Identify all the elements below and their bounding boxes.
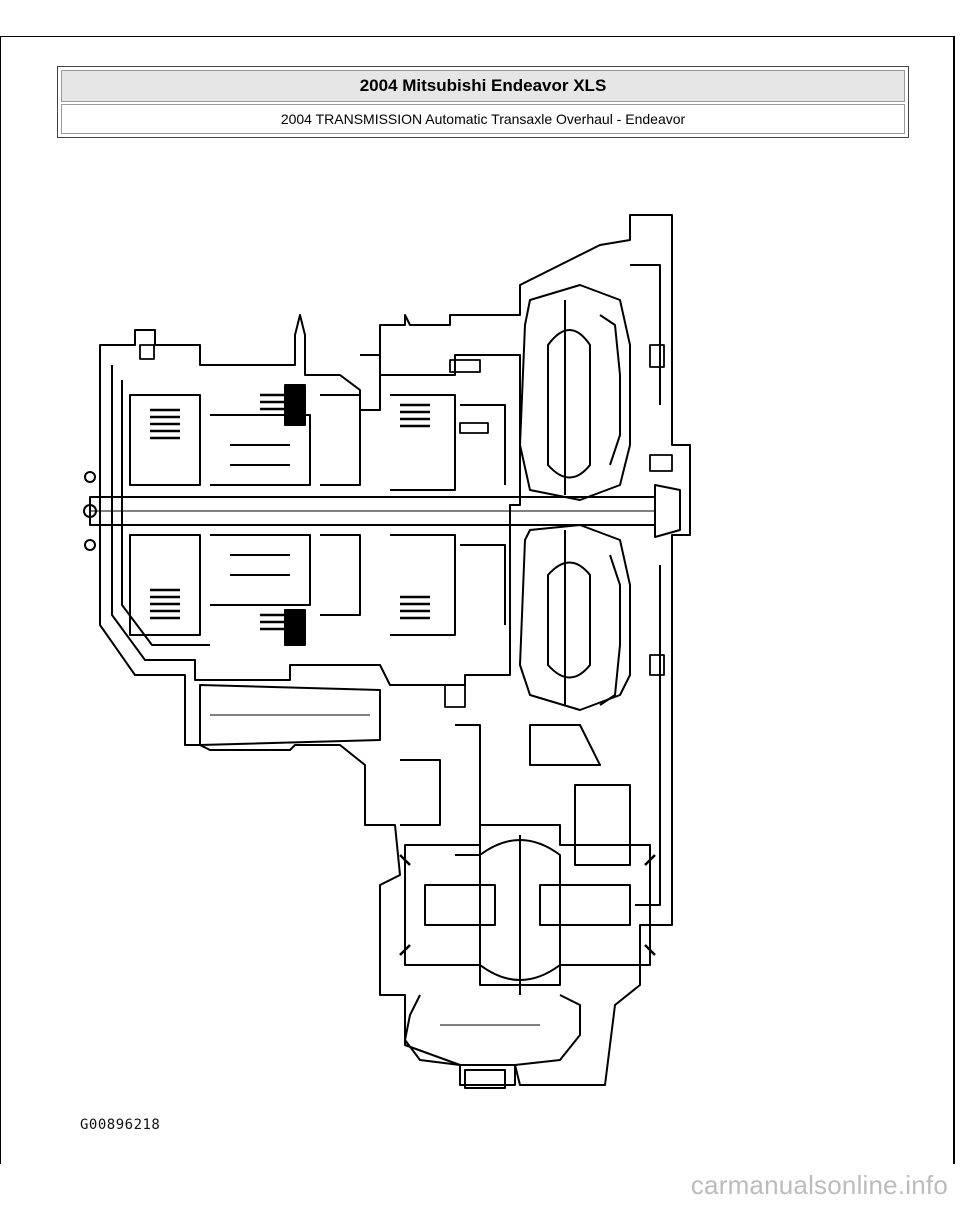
document-header: 2004 Mitsubishi Endeavor XLS 2004 TRANSM… [57, 66, 909, 138]
transaxle-cross-section-drawing [83, 214, 691, 1089]
torque-converter [519, 284, 631, 501]
clutch-pack-front [150, 408, 180, 440]
document-subtitle: 2004 TRANSMISSION Automatic Transaxle Ov… [61, 104, 905, 134]
transaxle-cross-section-figure [60, 205, 740, 1125]
site-watermark: carmanualsonline.info [690, 1169, 948, 1200]
document-title: 2004 Mitsubishi Endeavor XLS [61, 70, 905, 102]
differential [404, 824, 651, 986]
figure-code: G00896218 [80, 1117, 161, 1133]
page-frame [0, 36, 955, 1164]
countershaft [199, 684, 381, 746]
case-outline [99, 214, 691, 1086]
